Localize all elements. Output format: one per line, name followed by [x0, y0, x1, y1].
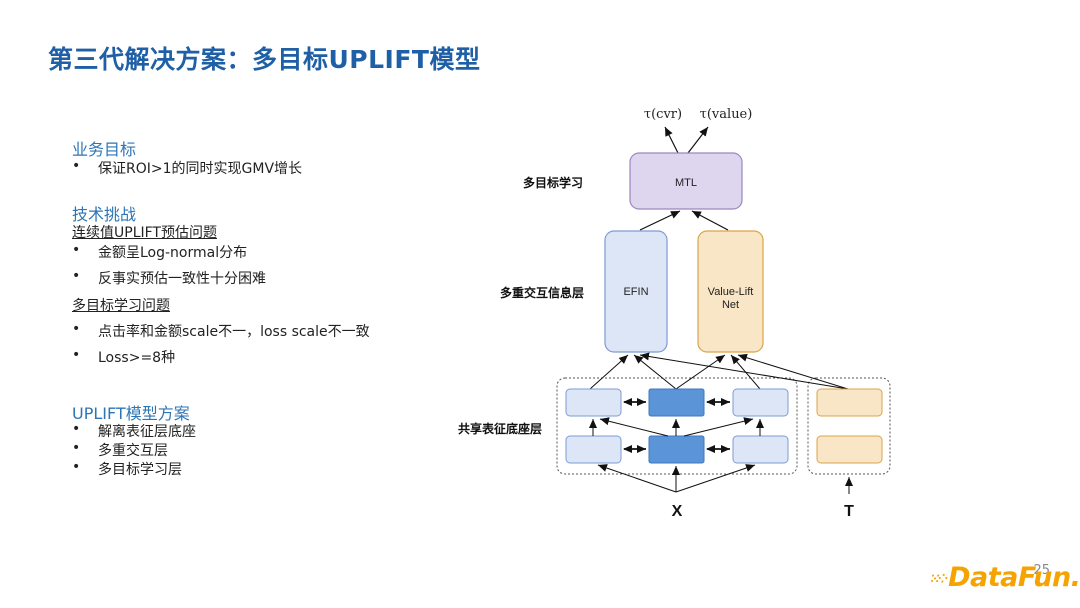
uplift-plan-heading: UPLIFT模型方案 [72, 404, 190, 423]
value-lift-label-line1: Value-Lift [708, 286, 754, 298]
business-goal-heading: 业务目标 [72, 140, 137, 159]
efin-box [604, 230, 668, 353]
tech-challenge-heading: 技术挑战 [72, 205, 137, 224]
plan-item-multitask: • 多目标学习层 [72, 459, 372, 479]
tech-item-lognormal: • 金额呈Log-normal分布 [72, 242, 372, 262]
shared-node-center-top [648, 388, 705, 417]
page-number: 25 [1033, 563, 1050, 578]
arrow-mtl-to-value [687, 126, 709, 154]
continuous-uplift-subheading: 连续值UPLIFT预估问题 [72, 225, 217, 241]
shared-node-right-bottom [732, 435, 789, 464]
page-title: 第三代解决方案：多目标UPLIFT模型 [48, 45, 481, 74]
business-goal-item: • 保证ROI>1的同时实现GMV增长 [72, 158, 372, 178]
bullet-text: 多重交互层 [98, 443, 168, 459]
interaction-layer-label: 多重交互信息层 [500, 286, 585, 300]
treatment-node-bottom [816, 435, 883, 464]
bullet-marker: • [72, 242, 81, 258]
arrow-treatment-efin [639, 352, 849, 390]
shared-node-right-top [732, 388, 789, 417]
arrow-shared-efin-1 [589, 354, 629, 390]
tech-item-scale: • 点击率和金额scale不一，loss scale不一致 [72, 321, 402, 341]
bullet-marker: • [72, 440, 81, 456]
multi-task-layer-label: 多目标学习 [523, 176, 584, 190]
arrow-center-to-left [599, 417, 669, 437]
shared-node-left-top [565, 388, 622, 417]
bullet-marker: • [72, 421, 81, 437]
arrow-vl-to-mtl [691, 210, 729, 231]
arrow-efin-to-mtl [639, 210, 681, 231]
bullet-text: 金额呈Log-normal分布 [98, 245, 248, 261]
shared-layer-label: 共享表征底座层 [458, 422, 543, 436]
bullet-marker: • [72, 321, 81, 337]
bullet-marker: • [72, 268, 81, 284]
value-lift-label-line2: Net [722, 299, 739, 311]
mtl-box [629, 152, 743, 210]
logo-dots-icon: ⁙⁘ [930, 571, 948, 586]
mtl-label: MTL [675, 177, 697, 189]
logo-text: DataFun. [948, 562, 1080, 593]
bullet-marker: • [72, 347, 81, 363]
shared-node-left-bottom [565, 435, 622, 464]
arrow-treatment-vl [737, 353, 849, 390]
tech-item-counterfactual: • 反事实预估一致性十分困难 [72, 268, 372, 288]
bullet-marker: • [72, 459, 81, 475]
bullet-text: 保证ROI>1的同时实现GMV增长 [98, 161, 303, 177]
multitask-subheading: 多目标学习问题 [72, 298, 170, 314]
bullet-text: 点击率和金额scale不一，loss scale不一致 [98, 324, 370, 340]
arrow-center-to-right [683, 417, 754, 437]
shared-node-center-bottom [648, 435, 705, 464]
plan-item-interaction: • 多重交互层 [72, 440, 372, 460]
bullet-text: 反事实预估一致性十分困难 [98, 271, 266, 287]
arrow-x-to-left [597, 464, 677, 493]
efin-label: EFIN [623, 286, 648, 298]
datafun-logo: ⁙⁘DataFun. [930, 562, 1080, 593]
output-tau-value: τ(value) [700, 107, 753, 122]
arrow-x-to-right [675, 464, 756, 493]
treatment-node-top [816, 388, 883, 417]
bullet-text: 解离表征层底座 [98, 424, 196, 440]
output-tau-cvr: τ(cvr) [644, 107, 682, 122]
arrow-shared-vl-1 [675, 354, 726, 390]
bullet-text: Loss>=8种 [98, 350, 176, 366]
value-lift-net-box [697, 230, 764, 353]
bullet-marker: • [72, 158, 81, 174]
tech-item-loss-count: • Loss>=8种 [72, 347, 372, 367]
treatment-container [807, 377, 891, 475]
plan-item-disentangled: • 解离表征层底座 [72, 421, 372, 441]
input-x-label: X [672, 503, 683, 520]
arrow-shared-efin-2 [633, 354, 677, 390]
input-t-label: T [844, 503, 854, 520]
bullet-text: 多目标学习层 [98, 462, 182, 478]
arrow-mtl-to-cvr [664, 126, 679, 154]
uplift-architecture-diagram: τ(cvr) τ(value) MTL EFIN Value-Lift Net [556, 107, 891, 520]
